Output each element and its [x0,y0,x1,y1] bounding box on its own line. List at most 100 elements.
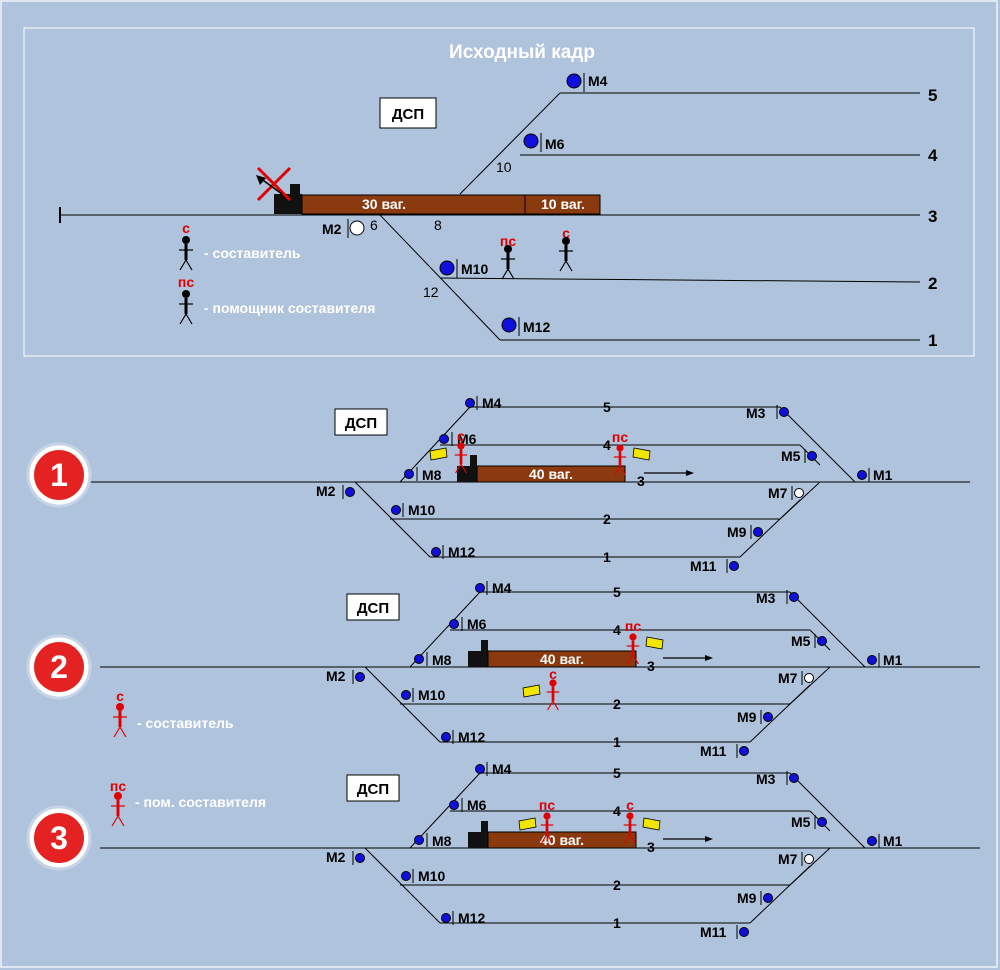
track-label-2: 2 [613,696,621,712]
signal-м11-label: М11 [700,743,727,759]
signal-m4-light [566,73,582,89]
track-label-5: 5 [928,86,937,105]
worker-leg [559,260,567,272]
signal-m6-label: М6 [545,136,565,152]
signal-m2-light [349,220,365,236]
track-1-right [749,865,811,924]
signal-м11-light [739,927,749,937]
track-label-3: 3 [928,207,937,226]
signal-м2-label: М2 [316,483,336,499]
signal-м7-label: М7 [768,485,788,501]
signal-м9-label: М9 [727,524,747,540]
legend-text-s: - составитель [204,245,301,261]
locomotive-cab [470,455,477,467]
signal-м4-light [475,583,485,593]
track-label-1: 1 [613,915,621,931]
locomotive-cab [481,640,488,652]
wagons-40 [487,831,637,849]
flag-cloth [518,817,537,831]
signal-м10-label: М10 [418,868,445,884]
track-label-5: 5 [603,399,611,415]
worker-s-icon [454,442,468,474]
signal-м2-light [345,487,355,497]
dsp-label: ДСП [357,600,389,617]
signal-м8-light [414,654,424,664]
signal-м5-light [817,636,827,646]
track-label-2: 2 [928,274,937,293]
signal-м9-light [753,527,763,537]
signal-м3-label: М3 [756,771,776,787]
signal-м1-label: М1 [883,833,903,849]
worker-s-icon [546,679,560,711]
signal-м7-light [804,854,814,864]
worker-head [182,236,190,244]
signal-м4-light [465,398,475,408]
signal-m2-label: М2 [322,221,342,237]
ladder-upper-left [399,406,471,483]
signal-м2-label: М2 [326,668,346,684]
locomotive-cab [290,184,300,196]
panel-number-label: 1 [50,457,68,493]
panel-number-disc [34,813,84,863]
signal-м10-label: М10 [418,687,445,703]
ladder-upper-right [779,406,856,483]
flag-icon [518,817,537,831]
track-label-4: 4 [613,622,621,638]
track-label-1: 1 [613,734,621,750]
worker-leg [119,726,127,738]
worker-ps-icon [613,444,627,476]
signal-м6-light [439,434,449,444]
panel-number-label: 3 [50,820,68,856]
worker-leg [546,833,553,844]
legend-role-ps: пс [178,274,194,290]
track-label-1: 1 [603,549,611,565]
signal-м3-label: М3 [746,405,766,421]
legend-text-s: - составитель [137,715,234,731]
ladder-lower [379,214,501,341]
signal-м10-light [401,690,411,700]
signal-м12-light [441,732,451,742]
signal-m10-light [439,260,455,276]
signal-м3-light [789,592,799,602]
worker-leg [185,259,193,271]
switch-6-label: 6 [370,217,378,233]
signal-м8-label: М8 [422,467,442,483]
signal-м1-label: М1 [873,467,893,483]
track-label-3: 3 [637,473,645,489]
legend-role-s: с [182,220,190,236]
flag-cloth [645,636,664,650]
track-label-3: 3 [647,658,655,674]
flag-icon [429,447,448,461]
worker-s-icon [559,237,573,272]
flag-cloth [429,447,448,461]
signal-м9-label: М9 [737,890,757,906]
arrowhead-icon [256,175,266,185]
signal-м5-label: М5 [791,633,811,649]
worker-leg [501,268,509,280]
legend-text-ps: - пом. составителя [135,794,266,810]
switch-8-label: 8 [434,217,442,233]
worker-leg [507,268,515,280]
signal-м6-label: М6 [467,616,487,632]
flag-icon [522,684,541,698]
signal-м5-light [807,451,817,461]
flag-icon [645,636,664,650]
signal-m10-label: М10 [461,261,488,277]
panel-number-disc [34,642,84,692]
track-1-right [739,499,801,558]
signal-м3-light [779,407,789,417]
signal-м10-light [391,505,401,515]
signal-м8-light [414,835,424,845]
locomotive-body [468,651,488,667]
signal-м11-light [739,746,749,756]
track-label-5: 5 [613,765,621,781]
dsp-label: ДСП [357,781,389,798]
signal-м8-label: М8 [432,652,452,668]
signal-м12-label: М12 [458,729,485,745]
worker-leg [547,700,554,711]
signal-м5-label: М5 [791,814,811,830]
